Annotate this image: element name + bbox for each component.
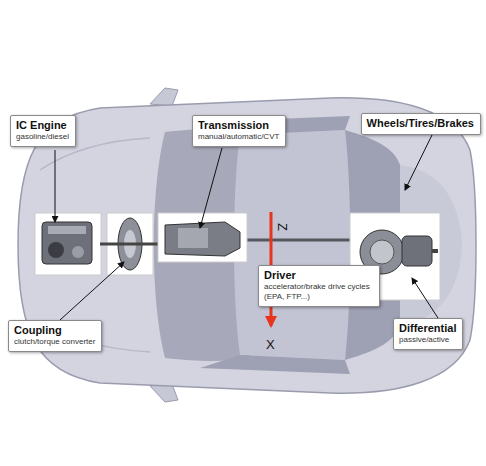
leader-line [412, 278, 438, 318]
callout-subtitle: accelerator/brake drive cycles (EPA, FTP… [264, 282, 373, 302]
callout-box: Driveraccelerator/brake drive cycles (EP… [258, 265, 380, 307]
callout-box: Couplingclutch/torque converter [8, 320, 102, 352]
callout-title: Transmission [198, 118, 279, 132]
callout-subtitle: passive/active [399, 335, 456, 345]
callout-title: Driver [264, 268, 373, 282]
mirror [150, 88, 178, 106]
leader-line [405, 135, 432, 190]
callout-title: IC Engine [16, 118, 69, 132]
callout-box: Wheels/Tires/Brakes [361, 113, 481, 135]
drive-shaft [240, 239, 352, 242]
callout-box: Differentialpassive/active [393, 318, 463, 350]
engine-picture [42, 222, 92, 264]
callout-subtitle: clutch/torque converter [14, 337, 95, 347]
leader-line [200, 148, 222, 228]
z-axis [270, 212, 273, 242]
callout-box: IC Enginegasoline/diesel [10, 115, 76, 147]
callout-title: Wheels/Tires/Brakes [367, 116, 474, 130]
axis-label: X [266, 338, 275, 352]
callout-subtitle: gasoline/diesel [16, 132, 69, 142]
callout-box: Transmissionmanual/automatic/CVT [192, 115, 286, 147]
axis-label: Z [275, 223, 289, 231]
callout-subtitle: manual/automatic/CVT [198, 132, 279, 142]
leader-line [60, 262, 124, 320]
roof [234, 130, 350, 360]
callout-title: Coupling [14, 323, 95, 337]
callout-title: Differential [399, 321, 456, 335]
windshield [154, 129, 250, 361]
leader-line [55, 150, 56, 222]
transmission-picture [165, 222, 240, 256]
